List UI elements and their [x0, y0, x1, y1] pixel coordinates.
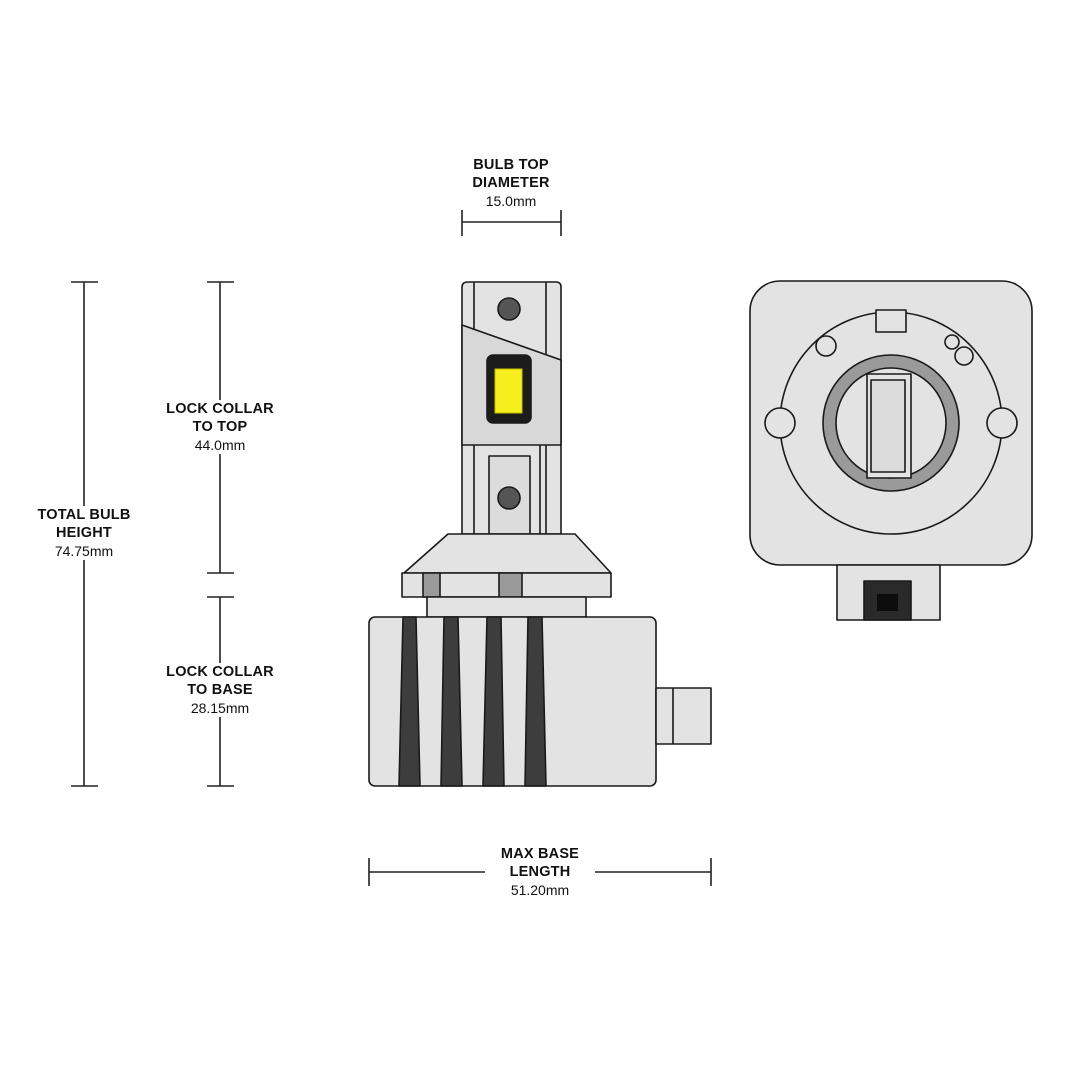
lock-collar-to-top-value: 44.0mm [194, 437, 246, 453]
screw-icon-bottom [497, 486, 521, 510]
lock-collar-to-top-title-2: TO TOP [192, 419, 248, 435]
heatsink-stripe-3 [482, 616, 505, 787]
flange-notch-upper-right [954, 346, 974, 366]
max-base-length-title-1: MAX BASE [500, 846, 580, 862]
total-bulb-height-title-1: TOTAL BULB [37, 507, 131, 523]
lock-collar-to-top-title-1: LOCK COLLAR [166, 401, 274, 417]
flange-notch-left [764, 407, 796, 439]
lock-collar-to-base-label: LOCK COLLAR TO BASE 28.15mm [150, 663, 290, 717]
total-bulb-height-label: TOTAL BULB HEIGHT 74.75mm [24, 506, 144, 560]
max-base-length-value: 51.20mm [510, 882, 570, 898]
flange-notch-top [875, 309, 907, 333]
max-base-length-title-2: LENGTH [509, 864, 571, 880]
collar-tab-right [498, 572, 523, 598]
heatsink-stripe-2 [440, 616, 463, 787]
bulb-neck [403, 533, 612, 574]
collar-tab-left [422, 572, 441, 598]
heatsink-stripe-4 [524, 616, 547, 787]
bulb-top-diameter-title-1: BULB TOP [473, 157, 549, 173]
base-spacer [426, 596, 587, 618]
bulb-connector-end-view-icon [749, 280, 1033, 621]
flange-notch-upper-left [815, 335, 837, 357]
end-view-connector-pin [877, 594, 898, 611]
side-connector [655, 687, 712, 745]
max-base-length-label: MAX BASE LENGTH 51.20mm [485, 845, 595, 899]
led-chip [494, 368, 523, 414]
total-bulb-height-title-2: HEIGHT [56, 525, 112, 541]
lock-collar-to-base-value: 28.15mm [190, 700, 250, 716]
end-view-stem-inner [870, 379, 906, 473]
bulb-top-diameter-label: BULB TOP DIAMETER 15.0mm [441, 156, 581, 210]
lock-collar-to-base-title-1: LOCK COLLAR [166, 664, 274, 680]
led-bulb-side-view-icon [368, 281, 712, 787]
lock-collar-to-top-label: LOCK COLLAR TO TOP 44.0mm [150, 400, 290, 454]
lock-collar-to-base-title-2: TO BASE [187, 682, 253, 698]
heatsink-stripe-1 [398, 616, 421, 787]
bulb-top-diameter-value: 15.0mm [485, 193, 537, 209]
flange-notches [764, 309, 1018, 439]
bulb-top-diameter-title-2: DIAMETER [472, 175, 550, 191]
flange-notch-right [986, 407, 1018, 439]
total-bulb-height-value: 74.75mm [54, 543, 114, 559]
screw-icon-top [497, 297, 521, 321]
flange-notch-upper-right-2 [944, 334, 960, 350]
